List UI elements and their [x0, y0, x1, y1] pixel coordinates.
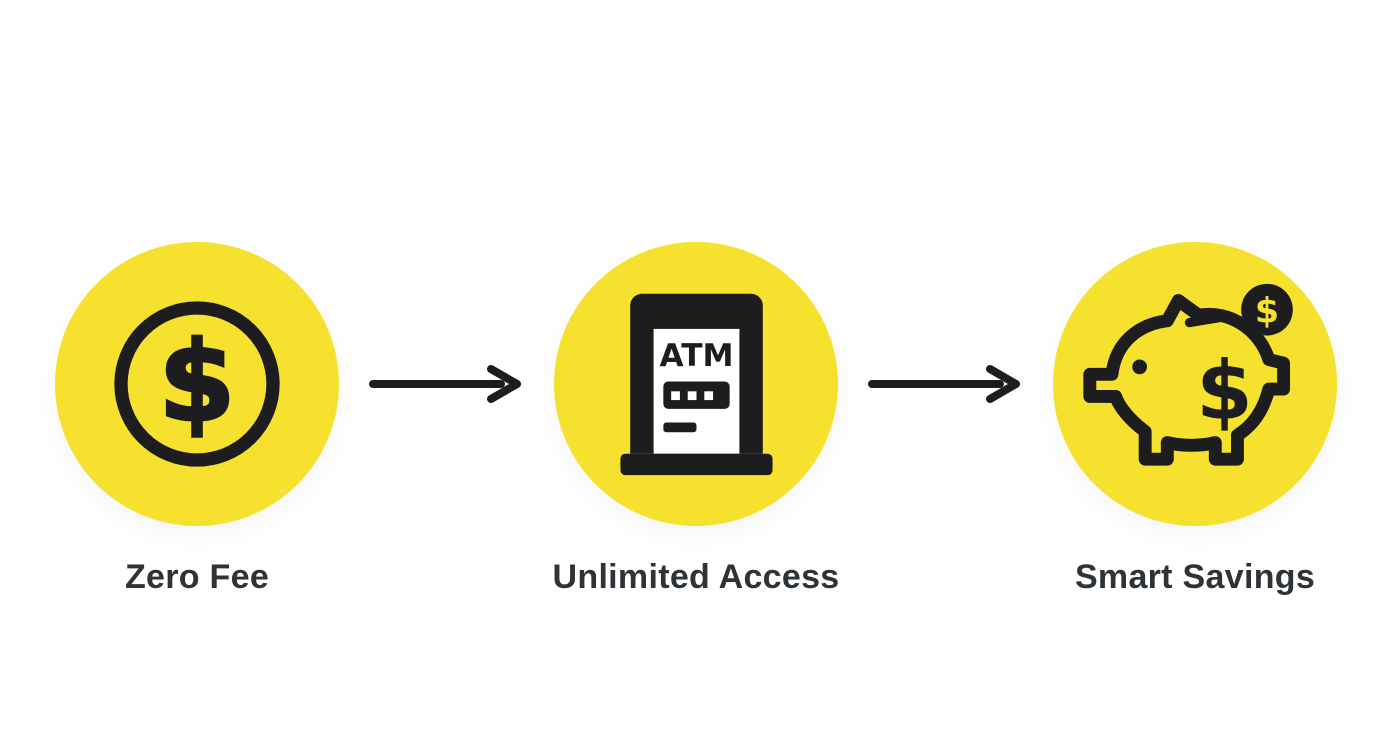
dollar-coin-icon: $: [114, 300, 280, 467]
atm-text: ATM: [659, 338, 733, 374]
unlimited-access-badge: ATM: [554, 241, 838, 526]
connector-1: [369, 242, 524, 404]
connector-2: [868, 242, 1023, 404]
dollar-glyph: $: [159, 318, 236, 446]
smart-savings-badge: $ $: [1053, 241, 1337, 526]
arrow-right-icon: [868, 364, 1020, 403]
arrow-right-icon: [369, 364, 521, 403]
step-unlimited-access: ATM Unlimited Access: [552, 241, 840, 597]
coin-dollar-glyph: $: [1255, 291, 1279, 332]
step-label-smart-savings: Smart Savings: [1074, 557, 1316, 596]
zero-fee-badge: $: [55, 241, 339, 526]
atm-icon: ATM: [619, 293, 773, 476]
piggy-bank-icon: $ $: [1083, 283, 1293, 466]
step-label-unlimited-access: Unlimited Access: [552, 557, 840, 596]
benefits-flow-diagram: $ Zero Fee ATM: [55, 241, 1337, 597]
piggy-dollar-glyph: $: [1196, 345, 1253, 439]
step-label-zero-fee: Zero Fee: [124, 557, 270, 596]
step-smart-savings: $ $ Smart Savings: [1053, 241, 1337, 597]
step-zero-fee: $ Zero Fee: [55, 241, 339, 597]
